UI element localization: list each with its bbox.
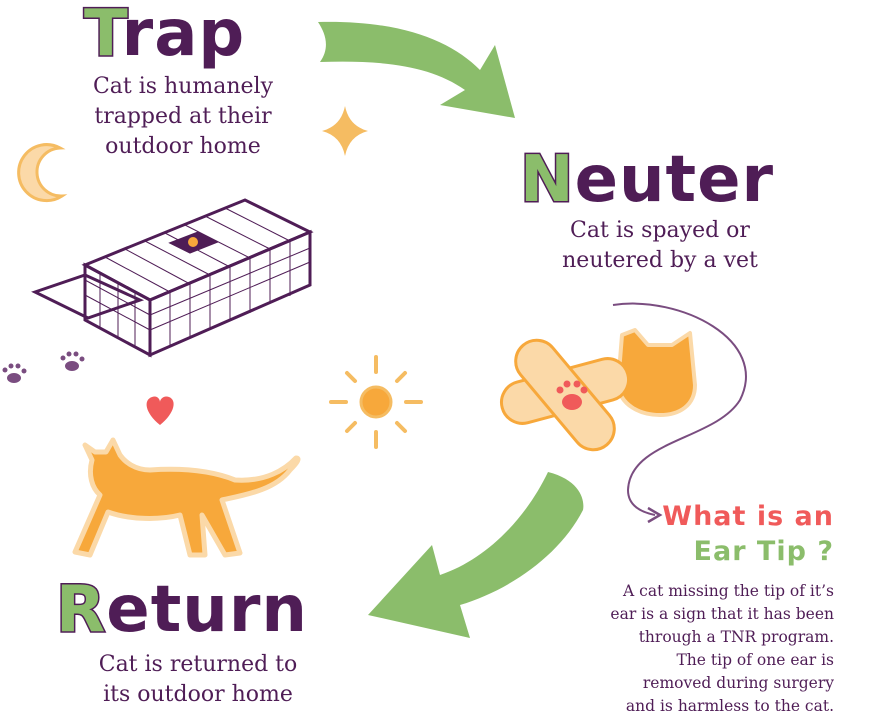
trap-line: outdoor home — [105, 134, 261, 159]
moon-icon — [17, 143, 68, 203]
arrowhead-icon — [647, 506, 663, 524]
curved-pointer-arrow — [612, 302, 747, 516]
ear-tip-heading-line1: What is an — [662, 501, 834, 532]
return-line: Cat is returned to — [98, 652, 298, 677]
bandage-icon — [499, 338, 631, 452]
ear-tip-line: The tip of one ear is — [676, 651, 834, 669]
neuter-title: Neuter — [519, 147, 774, 214]
ear-tip-line: ear is a sign that it has been — [610, 605, 834, 623]
neuter-line: Cat is spayed or — [570, 218, 750, 243]
neuter-description: Cat is spayed or neutered by a vet — [530, 216, 790, 276]
return-description: Cat is returned to its outdoor home — [68, 650, 328, 710]
arrow-trap-to-neuter — [318, 21, 515, 118]
sun-icon — [329, 355, 423, 449]
trap-description: Cat is humanely trapped at their outdoor… — [63, 72, 303, 162]
cat-silhouette-icon — [72, 437, 301, 558]
paw-print-icon — [556, 380, 588, 410]
neuter-title-rest: euter — [574, 143, 775, 217]
trap-title-initial: T — [83, 0, 123, 71]
ear-tip-line: through a TNR program. — [638, 628, 834, 646]
paw-prints-icon — [2, 351, 85, 383]
heart-icon — [146, 396, 174, 425]
ear-tip-description: A cat missing the tip of it’s ear is a s… — [610, 580, 834, 718]
neuter-title-initial: N — [519, 143, 576, 217]
return-title-initial: R — [54, 573, 107, 647]
return-title-rest: eturn — [106, 573, 308, 647]
ear-tip-line: and is harmless to the cat. — [625, 697, 834, 715]
trap-line: Cat is humanely — [92, 74, 274, 99]
cat-head-ear-tip-icon — [616, 328, 697, 417]
ear-tip-line: removed during surgery — [642, 674, 834, 692]
neuter-line: neutered by a vet — [562, 248, 758, 273]
trap-cage-icon — [31, 198, 314, 358]
return-line: its outdoor home — [103, 682, 293, 707]
arrow-neuter-to-return — [368, 472, 584, 638]
ear-tip-heading-line2: Ear Tip ? — [693, 536, 834, 567]
trap-line: trapped at their — [94, 104, 272, 129]
trap-title: Trap — [83, 1, 245, 68]
return-title: Return — [54, 577, 308, 644]
trap-title-rest: rap — [121, 0, 246, 71]
ear-tip-line: A cat missing the tip of it’s — [623, 582, 834, 600]
star-icon — [322, 106, 368, 156]
